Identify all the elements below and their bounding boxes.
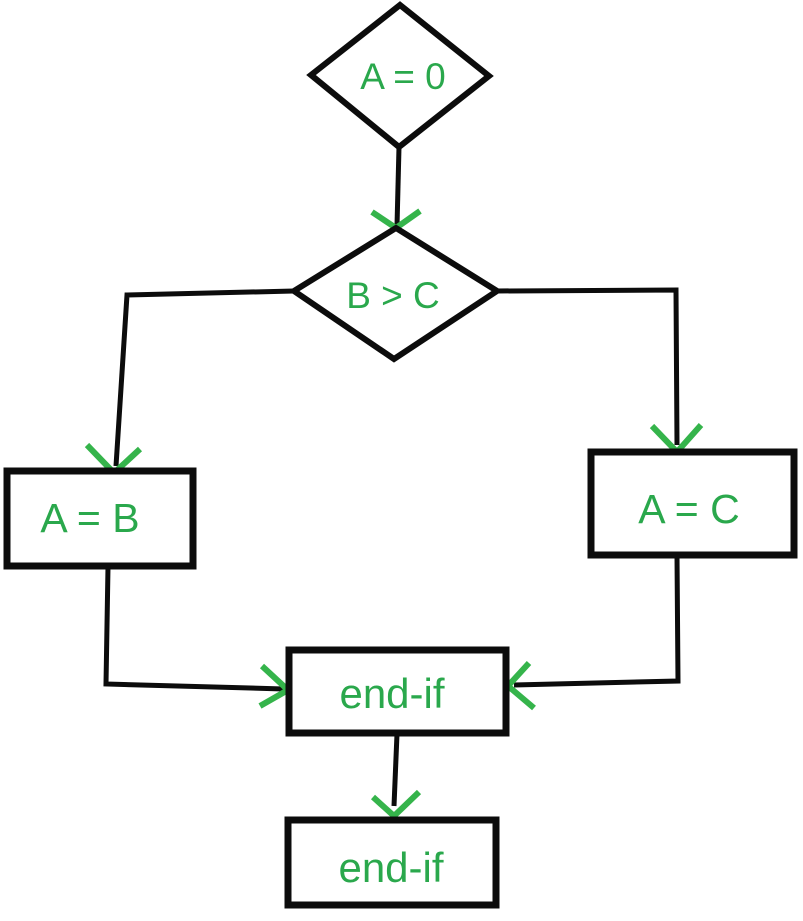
rect-shape (587, 448, 798, 559)
node-decision-a-equals-0: A = 0 (306, 1, 494, 151)
node-label: end-if (338, 844, 443, 891)
node-label: A = C (638, 486, 739, 532)
node-process-a-equals-c: A = C (587, 448, 798, 559)
node-process-a-equals-b: A = B (3, 467, 197, 570)
rect-shape (3, 467, 197, 570)
edge-aeqc-to-endif (513, 555, 681, 688)
edge-bgtc-to-aeqc (496, 287, 680, 446)
rect-shape (284, 816, 500, 909)
node-label: A = B (40, 495, 139, 541)
arrowhead-into-final-icon (370, 789, 422, 821)
node-merge-end-if: end-if (285, 646, 510, 737)
edge-a0-to-bgtc (394, 146, 402, 227)
node-label: A = 0 (360, 56, 445, 97)
node-label: B > C (346, 275, 440, 316)
rect-shape (285, 646, 510, 737)
diamond-shape (288, 224, 503, 363)
node-decision-b-greater-c: B > C (288, 224, 503, 363)
diamond-shape (306, 1, 494, 151)
edge-endif-to-final (391, 733, 400, 807)
node-final-end-if: end-if (284, 816, 500, 909)
edge-aeqb-to-endif (103, 566, 285, 692)
edge-bgtc-to-aeqb (113, 288, 295, 467)
node-label: end-if (339, 670, 444, 717)
